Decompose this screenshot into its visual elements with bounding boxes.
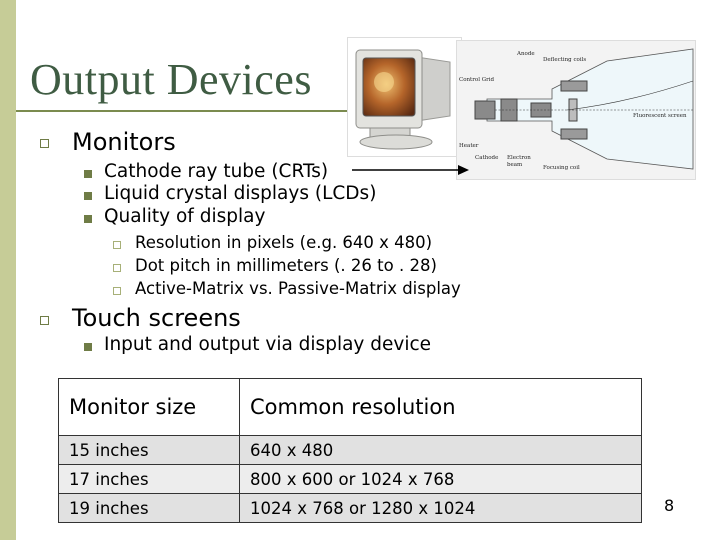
- table-header-row: Monitor size Common resolution: [58, 378, 642, 436]
- table-cell: 15 inches: [58, 435, 240, 465]
- table-cell: 1024 x 768 or 1280 x 1024: [239, 493, 642, 523]
- diagram-label-anode: Anode: [516, 51, 535, 57]
- bullet-dot-pitch: Dot pitch in millimeters (. 26 to . 28): [135, 256, 437, 275]
- diagram-label-heater: Heater: [459, 143, 479, 149]
- arrow-icon: [352, 165, 469, 175]
- table-row: 19 inches 1024 x 768 or 1280 x 1024: [58, 493, 642, 523]
- bullet-matrix: Active-Matrix vs. Passive-Matrix display: [135, 279, 461, 298]
- slide-title: Output Devices: [30, 55, 312, 104]
- crt-diagram: Anode Deflecting coils Control Grid Fluo…: [456, 40, 696, 180]
- diagram-label-cathode: Cathode: [475, 155, 498, 161]
- hollow-square-bullet-icon: [113, 287, 121, 295]
- title-underline: [16, 110, 486, 112]
- diagram-label-electron: Electron: [507, 155, 531, 161]
- filled-square-bullet-icon: [84, 170, 92, 178]
- bullet-resolution: Resolution in pixels (e.g. 640 x 480): [135, 233, 433, 252]
- bullet-monitors: Monitors: [72, 128, 176, 156]
- bullet-crt: Cathode ray tube (CRTs): [104, 161, 329, 182]
- table-row: 17 inches 800 x 600 or 1024 x 768: [58, 464, 642, 494]
- hollow-square-bullet-icon: [113, 264, 121, 272]
- table-header-cell: Monitor size: [58, 378, 240, 436]
- square-bullet-icon: [40, 139, 49, 148]
- diagram-label-deflecting: Deflecting coils: [543, 57, 586, 63]
- crt-monitor-image: [347, 37, 462, 157]
- top-strip: [16, 0, 720, 14]
- bullet-lcd: Liquid crystal displays (LCDs): [104, 183, 377, 204]
- accent-sidebar: [0, 0, 16, 540]
- filled-square-bullet-icon: [84, 343, 92, 351]
- square-bullet-icon: [40, 316, 49, 325]
- diagram-label-screen: Fluorescent screen: [633, 113, 687, 119]
- diagram-label-focusing: Focusing coil: [543, 165, 580, 171]
- filled-square-bullet-icon: [84, 215, 92, 223]
- bullet-quality: Quality of display: [104, 206, 266, 227]
- resolution-table: Monitor size Common resolution 15 inches…: [58, 378, 642, 523]
- diagram-label-control-grid: Control Grid: [459, 77, 495, 83]
- page-number: 8: [664, 496, 675, 515]
- table-cell: 800 x 600 or 1024 x 768: [239, 464, 642, 494]
- table-cell: 17 inches: [58, 464, 240, 494]
- diagram-label-beam: beam: [507, 162, 523, 168]
- table-cell: 19 inches: [58, 493, 240, 523]
- table-cell: 640 x 480: [239, 435, 642, 465]
- hollow-square-bullet-icon: [113, 241, 121, 249]
- bullet-touch-screens: Touch screens: [72, 304, 241, 332]
- bullet-touch-io: Input and output via display device: [104, 334, 432, 355]
- table-row: 15 inches 640 x 480: [58, 435, 642, 465]
- filled-square-bullet-icon: [84, 192, 92, 200]
- table-header-cell: Common resolution: [239, 378, 642, 436]
